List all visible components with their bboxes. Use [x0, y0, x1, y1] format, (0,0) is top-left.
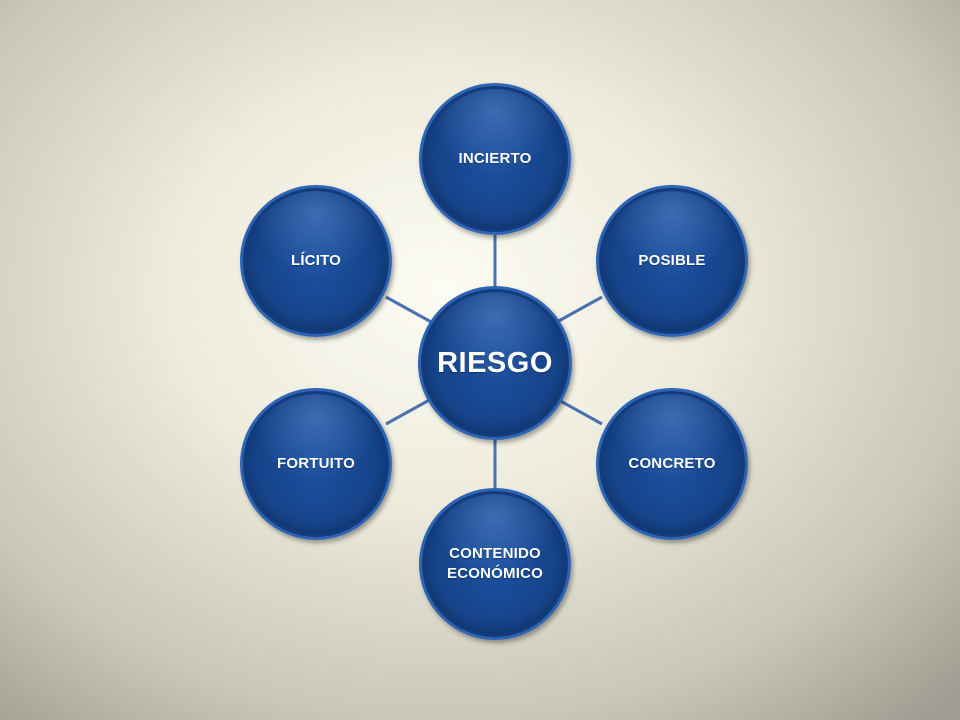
- node-fortuito: FORTUITO: [240, 388, 392, 540]
- node-contenido-economico: CONTENIDO ECONÓMICO: [419, 488, 571, 640]
- node-fortuito-label: FORTUITO: [277, 455, 355, 472]
- center-label: RIESGO: [437, 347, 553, 379]
- node-licito-label: LÍCITO: [290, 252, 342, 269]
- node-posible-label: POSIBLE: [638, 252, 706, 269]
- connector-concreto: [554, 396, 603, 426]
- node-concreto-label: CONCRETO: [628, 455, 716, 472]
- node-center-riesgo: RIESGO: [418, 286, 572, 440]
- connector-licito: [385, 295, 434, 325]
- node-concreto: CONCRETO: [596, 388, 748, 540]
- connector-fortuito: [385, 396, 434, 426]
- node-licito: LÍCITO: [240, 185, 392, 337]
- node-incierto-label: INCIERTO: [458, 150, 532, 167]
- node-contenido-economico-label: CONTENIDO ECONÓMICO: [447, 545, 543, 582]
- node-posible: POSIBLE: [596, 185, 748, 337]
- connector-posible: [554, 295, 603, 325]
- node-incierto: INCIERTO: [419, 83, 571, 235]
